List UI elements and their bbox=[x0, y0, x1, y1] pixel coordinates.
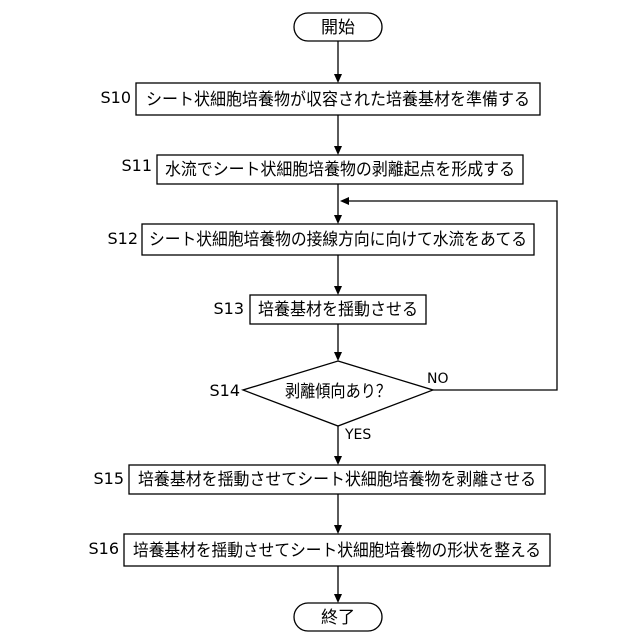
arrowhead-s15 bbox=[334, 456, 342, 465]
step-s11-id: S11 bbox=[121, 156, 152, 175]
step-s12: S12 シート状細胞培養物の接線方向に向けて水流をあてる bbox=[107, 224, 534, 255]
step-s15-text: 培養基材を揺動させてシート状細胞培養物を剥離させる bbox=[138, 470, 536, 490]
end-label: 終了 bbox=[321, 608, 355, 628]
start-label: 開始 bbox=[321, 18, 355, 38]
decision-s14-id: S14 bbox=[209, 381, 240, 400]
step-s12-text: シート状細胞培養物の接線方向に向けて水流をあてる bbox=[149, 230, 527, 250]
step-s16-id: S16 bbox=[88, 539, 119, 558]
step-s12-id: S12 bbox=[107, 229, 138, 248]
arrowhead-s16 bbox=[334, 525, 342, 534]
step-s16: S16 培養基材を揺動させてシート状細胞培養物の形状を整える bbox=[88, 534, 550, 566]
step-s11-text: 水流でシート状細胞培養物の剥離起点を形成する bbox=[165, 160, 515, 180]
step-s11: S11 水流でシート状細胞培養物の剥離起点を形成する bbox=[121, 155, 523, 184]
step-s15-id: S15 bbox=[93, 469, 124, 488]
step-s10-text: シート状細胞培養物が収容された培養基材を準備する bbox=[146, 90, 530, 110]
arrowhead-s14 bbox=[334, 352, 342, 361]
decision-no-label: NO bbox=[427, 371, 449, 387]
decision-s14-text: 剥離傾向あり？ bbox=[285, 382, 391, 402]
arrowhead-s13 bbox=[334, 286, 342, 295]
step-s13-text: 培養基材を揺動させる bbox=[258, 300, 418, 320]
step-s10-id: S10 bbox=[100, 88, 131, 107]
arrowhead-s10 bbox=[334, 74, 342, 83]
step-s13-id: S13 bbox=[213, 299, 244, 318]
arrowheads bbox=[334, 74, 349, 603]
arrowhead-loop bbox=[340, 197, 349, 205]
end-terminator: 終了 bbox=[294, 603, 382, 631]
arrowhead-s11 bbox=[334, 146, 342, 155]
arrowhead-end bbox=[334, 594, 342, 603]
decision-s14: S14 剥離傾向あり？ NO YES bbox=[209, 361, 448, 443]
decision-yes-label: YES bbox=[344, 427, 371, 443]
step-s15: S15 培養基材を揺動させてシート状細胞培養物を剥離させる bbox=[93, 465, 545, 494]
step-s16-text: 培養基材を揺動させてシート状細胞培養物の形状を整える bbox=[133, 541, 541, 561]
start-terminator: 開始 bbox=[294, 13, 382, 41]
step-s13: S13 培養基材を揺動させる bbox=[213, 295, 426, 324]
step-s10: S10 シート状細胞培養物が収容された培養基材を準備する bbox=[100, 83, 540, 115]
arrowhead-s12 bbox=[334, 215, 342, 224]
